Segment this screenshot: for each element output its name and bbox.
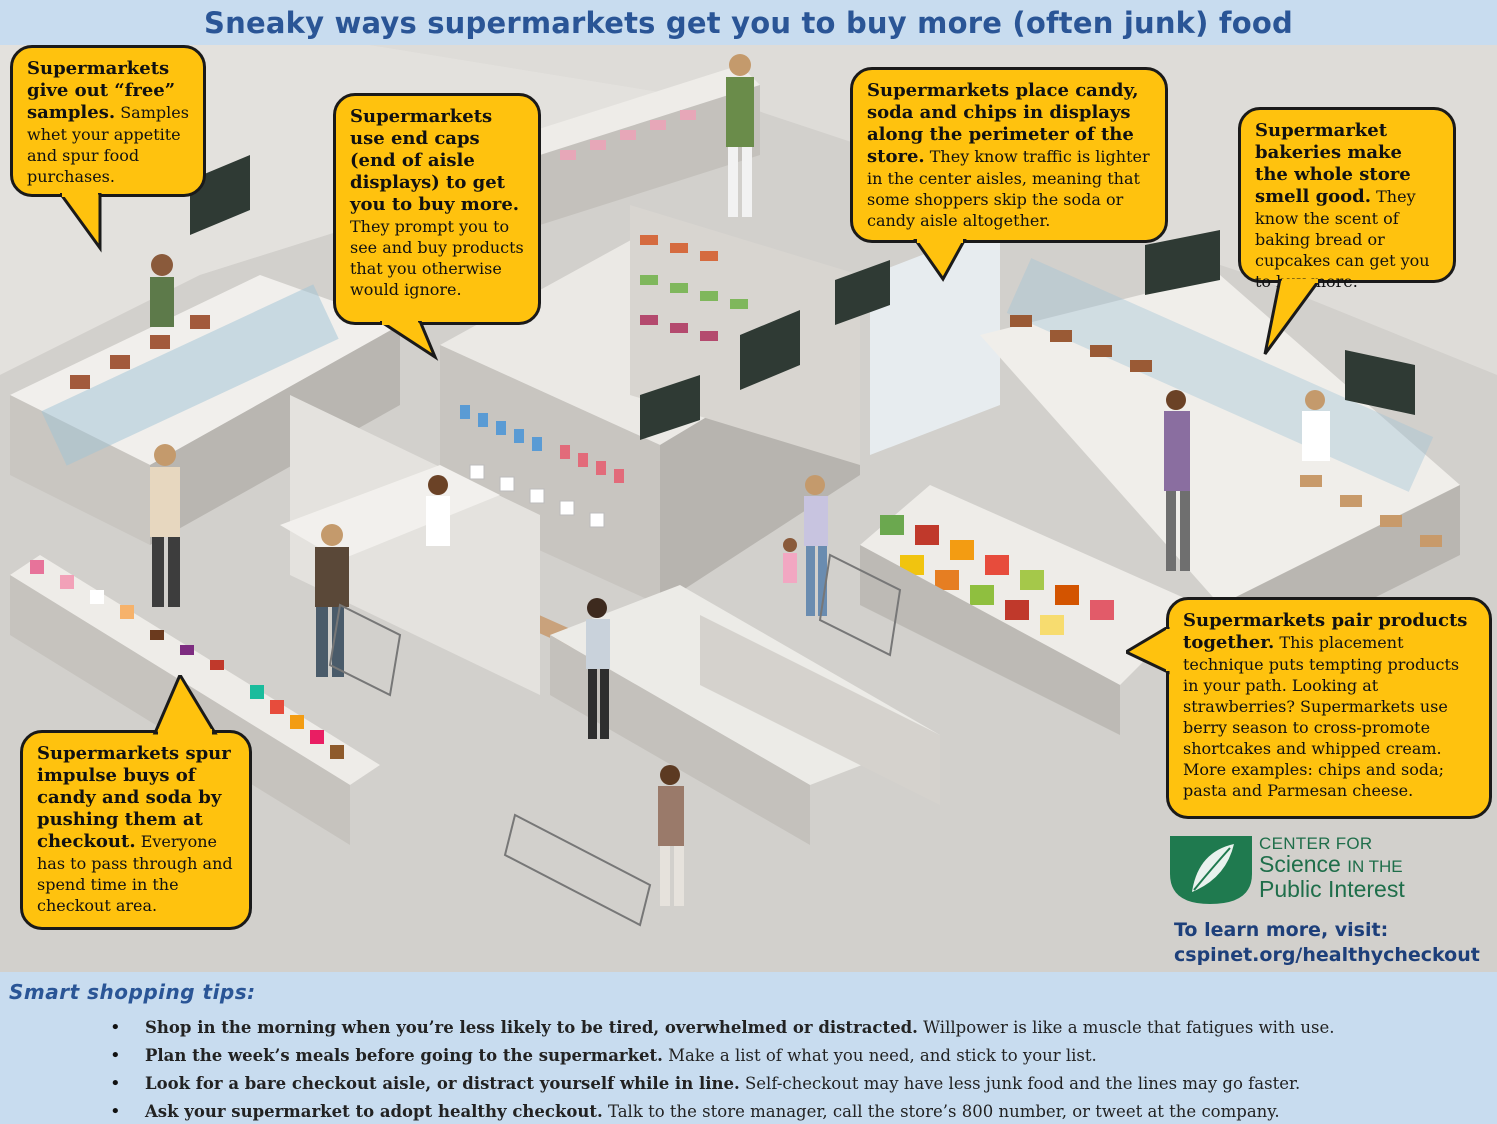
perimeter-bubble-tail [913, 239, 967, 282]
logo-line1: CENTER FOR [1259, 834, 1373, 853]
page-title: Sneaky ways supermarkets get you to buy … [204, 5, 1293, 40]
perimeter-body: They know traffic is lighter in the cent… [867, 147, 1150, 230]
impulse-bubble: Supermarkets spur impulse buys of candy … [20, 730, 252, 930]
endcaps-bubble-tail [380, 321, 439, 361]
impulse-body: Everyone has to pass through and spend t… [37, 832, 233, 915]
tip-bold: Look for a bare checkout aisle, or distr… [145, 1074, 740, 1093]
learn-more-link[interactable]: cspinet.org/healthycheckout [1174, 944, 1480, 966]
impulse-lead: Supermarkets spur impulse buys of candy … [37, 743, 231, 852]
tip-text: Willpower is like a muscle that fatigues… [923, 1018, 1335, 1037]
tip-item: Ask your supermarket to adopt healthy ch… [110, 1098, 1335, 1124]
samples-body: Samples whet your appetite and spur food… [27, 103, 189, 186]
title-bar: Sneaky ways supermarkets get you to buy … [0, 0, 1497, 45]
perimeter-bubble: Supermarkets place candy, soda and chips… [850, 67, 1168, 243]
tip-bold: Shop in the morning when you’re less lik… [145, 1018, 918, 1037]
pair-bubble: Supermarkets pair products together. Thi… [1166, 597, 1492, 819]
endcaps-lead: Supermarkets use end caps (end of aisle … [350, 106, 520, 215]
endcaps-body: They prompt you to see and buy products … [350, 217, 524, 299]
samples-bubble: Supermarkets give out “free” samples. Sa… [10, 45, 206, 197]
leaf-logo-icon [1170, 836, 1252, 904]
tip-item: Shop in the morning when you’re less lik… [110, 1014, 1335, 1042]
logo-line3: Public Interest [1259, 876, 1405, 902]
perimeter-lead: Supermarkets place candy, soda and chips… [867, 80, 1139, 167]
tip-item: Plan the week’s meals before going to th… [110, 1042, 1335, 1070]
tip-item: Look for a bare checkout aisle, or distr… [110, 1070, 1335, 1098]
learn-more: To learn more, visit: cspinet.org/health… [1174, 918, 1480, 968]
logo-line2: Science IN THE [1259, 851, 1403, 878]
cspi-logo: CENTER FOR Science IN THE Public Interes… [1168, 834, 1428, 906]
tips-list: Shop in the morning when you’re less lik… [110, 1014, 1335, 1124]
tip-text: Talk to the store manager, call the stor… [608, 1102, 1280, 1121]
store-illustration: Supermarkets give out “free” samples. Sa… [0, 45, 1497, 972]
logo-line2b: IN THE [1347, 857, 1403, 876]
tip-bold: Ask your supermarket to adopt healthy ch… [145, 1102, 603, 1121]
bakery-bubble: Supermarket bakeries make the whole stor… [1238, 107, 1456, 291]
tips-section: Smart shopping tips: Shop in the morning… [0, 972, 1497, 1124]
bakery-bubble-tail [1263, 279, 1322, 355]
samples-bubble-tail [60, 193, 102, 253]
tip-text: Make a list of what you need, and stick … [668, 1046, 1097, 1065]
pair-bubble-tail [1126, 627, 1172, 675]
impulse-bubble-tail [152, 675, 218, 735]
tip-text: Self-checkout may have less junk food an… [744, 1074, 1301, 1093]
bakery-body: They know the scent of baking bread or c… [1255, 187, 1430, 291]
tips-heading: Smart shopping tips: [9, 980, 256, 1004]
bakery-lead: Supermarket bakeries make the whole stor… [1255, 120, 1411, 207]
endcaps-bubble: Supermarkets use end caps (end of aisle … [333, 93, 541, 325]
logo-line2a: Science [1259, 851, 1341, 877]
samples-lead: Supermarkets give out “free” samples. [27, 58, 176, 123]
pair-body: This placement technique puts tempting p… [1183, 633, 1460, 800]
tip-bold: Plan the week’s meals before going to th… [145, 1046, 663, 1065]
learn-more-label: To learn more, visit: [1174, 919, 1389, 941]
pair-lead: Supermarkets pair products together. [1183, 610, 1468, 653]
